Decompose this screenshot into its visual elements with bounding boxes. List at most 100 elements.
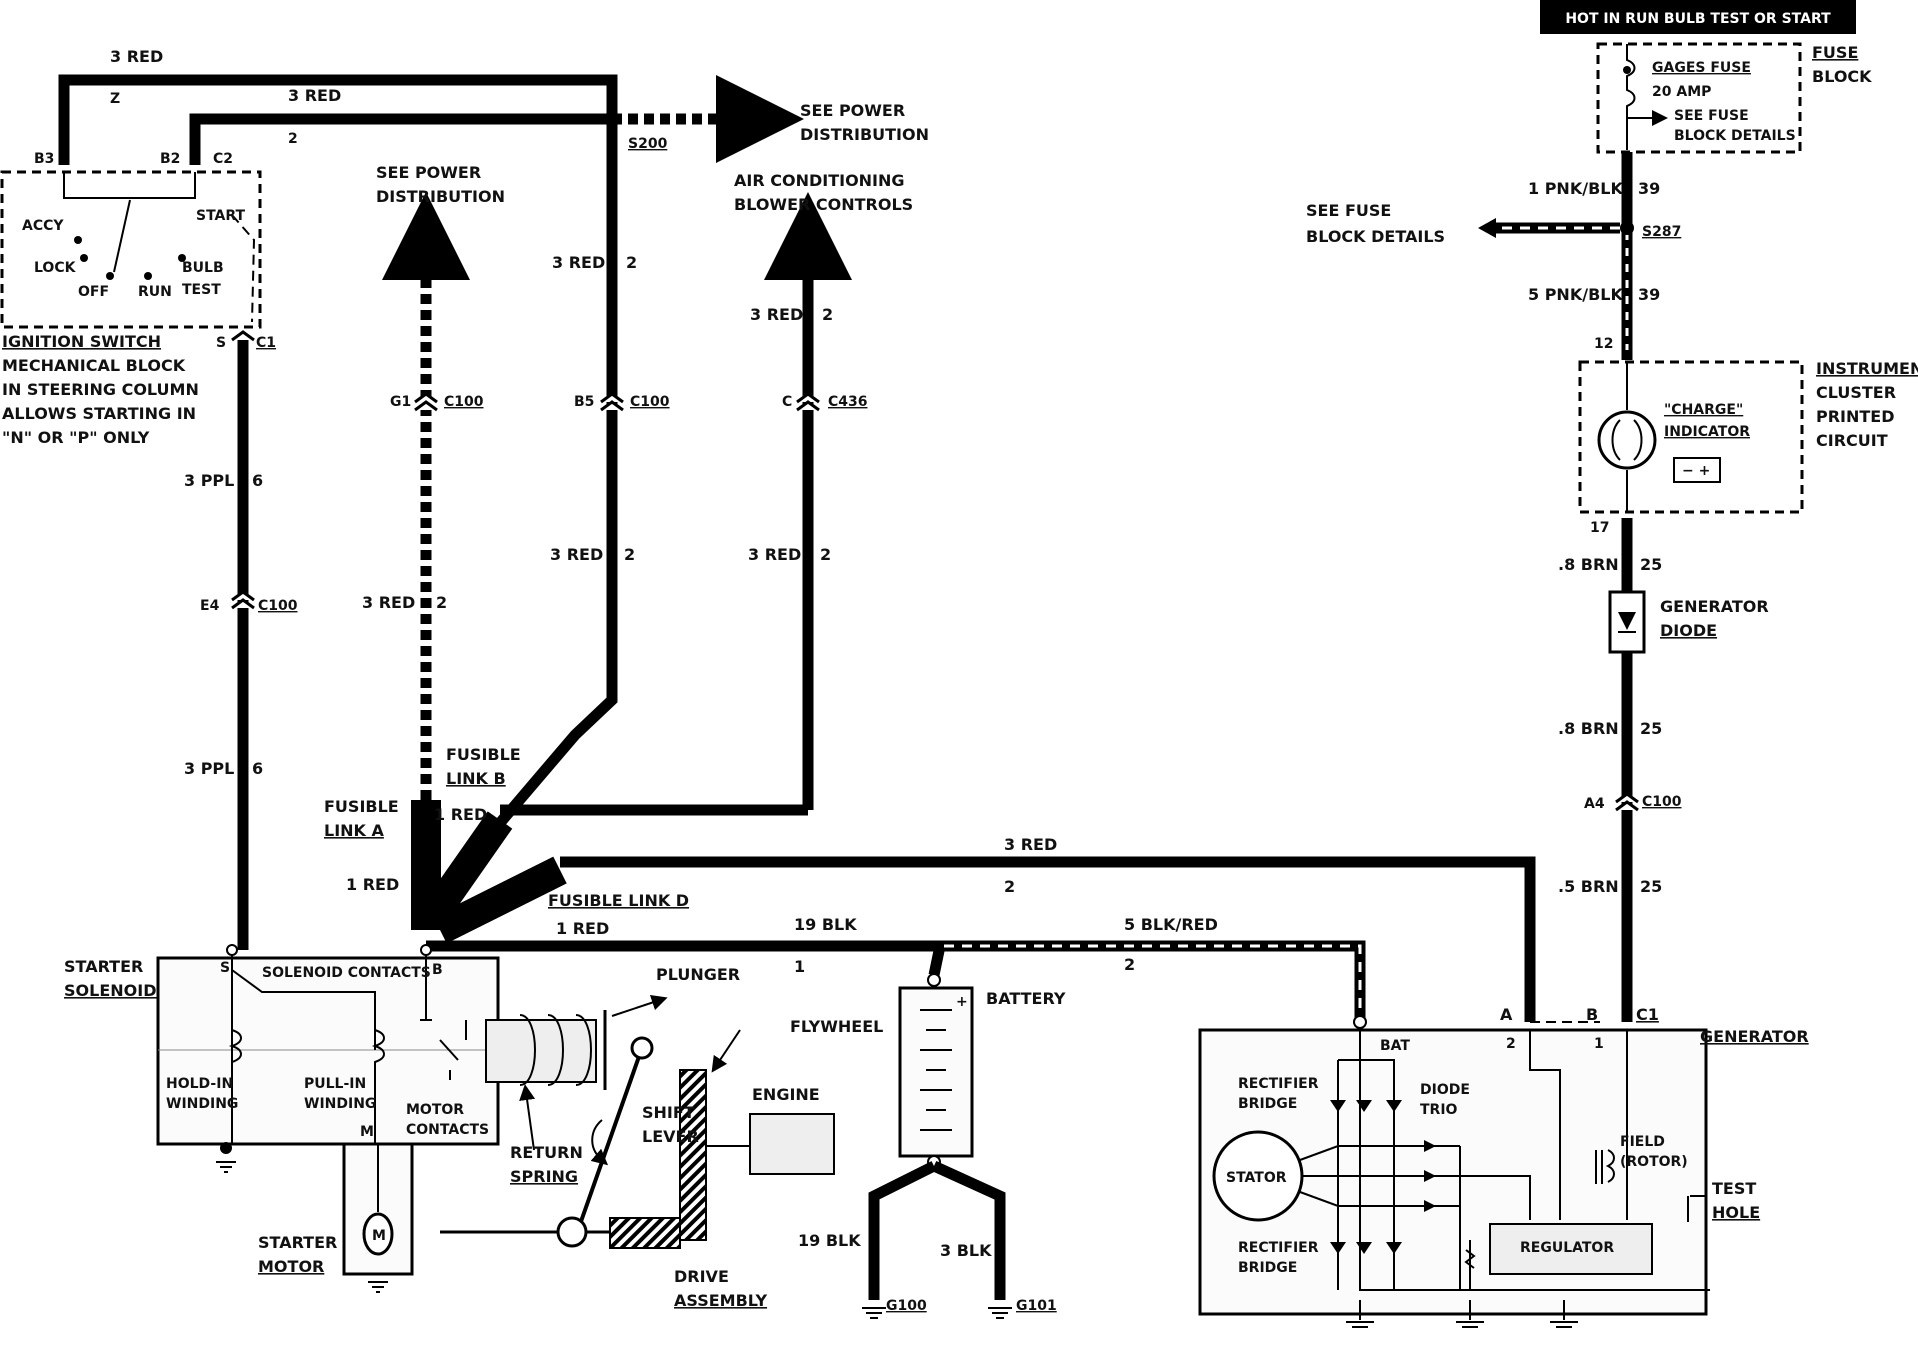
label-charge-1: "CHARGE" bbox=[1664, 402, 1743, 418]
pull-in-winding bbox=[371, 1029, 385, 1144]
label-gen-diode-1: GENERATOR bbox=[1660, 597, 1769, 616]
label-gen-2: 2 bbox=[1506, 1036, 1516, 1052]
label-3red-c2: 3 RED bbox=[748, 545, 801, 564]
label-hold-1: HOLD-IN bbox=[166, 1076, 233, 1092]
label-pin-s: S bbox=[216, 335, 226, 351]
label-1red-a: 1 RED bbox=[346, 875, 399, 894]
starter-solenoid-box bbox=[156, 956, 500, 1146]
label-diode-trio-2: TRIO bbox=[1420, 1102, 1458, 1118]
label-20amp: 20 AMP bbox=[1652, 84, 1711, 100]
label-3red-c1-pin: 2 bbox=[822, 305, 833, 324]
label-see-fuse-1: SEE FUSE bbox=[1674, 108, 1749, 124]
splice-s287 bbox=[1620, 221, 1634, 235]
plunger-assembly bbox=[485, 994, 668, 1151]
drive-assembly bbox=[609, 1217, 681, 1249]
label-regulator: REGULATOR bbox=[1520, 1240, 1614, 1256]
label-g100: G100 bbox=[886, 1298, 927, 1314]
label-test: TEST bbox=[182, 282, 221, 298]
label-pull-2: WINDING bbox=[304, 1096, 376, 1112]
label-3red-inner: 3 RED bbox=[288, 86, 341, 105]
fusible-links bbox=[411, 800, 1536, 1022]
label-gen-c1: C1 bbox=[1636, 1005, 1659, 1024]
label-3red-c2-pin: 2 bbox=[820, 545, 831, 564]
ignition-wiring bbox=[58, 74, 804, 909]
label-ign-3: IN STEERING COLUMN bbox=[2, 380, 199, 399]
label-19blk-pin: 1 bbox=[794, 957, 805, 976]
label-gen-a: A bbox=[1500, 1005, 1513, 1024]
label-3red-a: 3 RED bbox=[362, 593, 415, 612]
label-fusible-d: FUSIBLE LINK D bbox=[548, 891, 689, 910]
label-gen-b: B bbox=[1586, 1005, 1598, 1024]
svg-text:− +: − + bbox=[1682, 463, 1710, 479]
label-instrument-3: PRINTED bbox=[1816, 407, 1895, 426]
label-gages-fuse: GAGES FUSE bbox=[1652, 60, 1751, 76]
label-plunger: PLUNGER bbox=[656, 965, 740, 984]
ignition-switch: ACCY LOCK OFF RUN START BULB TEST bbox=[0, 170, 262, 329]
label-charge-2: INDICATOR bbox=[1664, 424, 1750, 440]
label-motor-m: M bbox=[372, 1228, 386, 1244]
label-19blk-top: 19 BLK bbox=[794, 915, 857, 934]
switch-start-path bbox=[231, 214, 256, 323]
label-fusible-a-1: FUSIBLE bbox=[324, 797, 399, 816]
plunger-coil bbox=[519, 1014, 592, 1086]
label-pin-12: 12 bbox=[1594, 336, 1613, 352]
label-5blkred: 5 BLK/RED bbox=[1124, 915, 1218, 934]
label-starter-motor-1: STARTER bbox=[258, 1233, 337, 1252]
label-off: OFF bbox=[78, 284, 109, 300]
label-see-power-left-1: SEE POWER bbox=[376, 163, 481, 182]
label-drive-1: DRIVE bbox=[674, 1267, 729, 1286]
wire-3red-b2 bbox=[189, 113, 612, 165]
label-8brn-2: .8 BRN bbox=[1558, 719, 1619, 738]
regulator bbox=[1489, 1223, 1653, 1275]
label-e4: E4 bbox=[200, 598, 220, 614]
label-5blkred-pin: 2 bbox=[1124, 955, 1135, 974]
label-see-power-top-2: DISTRIBUTION bbox=[800, 125, 929, 144]
fuse-block: GAGES FUSE 20 AMP SEE FUSE BLOCK DETAILS bbox=[1596, 42, 1802, 154]
label-5brn-pin: 25 bbox=[1640, 877, 1662, 896]
label-conn-c: C bbox=[782, 394, 792, 410]
label-rectifier-1a: RECTIFIER bbox=[1238, 1076, 1319, 1092]
label-run: RUN bbox=[138, 284, 172, 300]
label-8brn-2-pin: 25 bbox=[1640, 719, 1662, 738]
label-accy: ACCY bbox=[22, 218, 64, 234]
wire-battery-ground bbox=[868, 1160, 1006, 1300]
label-c100-b: C100 bbox=[444, 394, 484, 410]
label-gen-diode-2: DIODE bbox=[1660, 621, 1717, 640]
label-3red-gen-pin: 2 bbox=[1004, 877, 1015, 896]
label-diode-trio-1: DIODE bbox=[1420, 1082, 1470, 1098]
ignition-switch-box bbox=[0, 170, 262, 329]
fusible-link-d bbox=[433, 856, 567, 944]
label-drive-2: ASSEMBLY bbox=[674, 1291, 767, 1310]
label-fusible-a-2: LINK A bbox=[324, 821, 385, 840]
label-sol-m: M bbox=[360, 1124, 374, 1140]
label-c100-c: C100 bbox=[630, 394, 670, 410]
label-ac-2: BLOWER CONTROLS bbox=[734, 195, 913, 214]
label-engine: ENGINE bbox=[752, 1085, 820, 1104]
wire-5blkred bbox=[944, 940, 1366, 1020]
label-3red-gen: 3 RED bbox=[1004, 835, 1057, 854]
label-c436: C436 bbox=[828, 394, 868, 410]
label-19blk-bottom: 19 BLK bbox=[798, 1231, 861, 1250]
label-test-hole-1: TEST bbox=[1712, 1179, 1756, 1198]
label-hold-2: WINDING bbox=[166, 1096, 238, 1112]
label-rectifier-2a: RECTIFIER bbox=[1238, 1240, 1319, 1256]
battery-box bbox=[898, 986, 974, 1158]
label-fuse-block-2: BLOCK bbox=[1812, 67, 1872, 86]
label-3red-b1: 3 RED bbox=[552, 253, 605, 272]
label-see-power-left-2: DISTRIBUTION bbox=[376, 187, 505, 206]
label-ign-5: "N" OR "P" ONLY bbox=[2, 428, 150, 447]
label-s287: S287 bbox=[1642, 224, 1681, 240]
label-gen-1: 1 bbox=[1594, 1036, 1604, 1052]
label-motor-c-2: CONTACTS bbox=[406, 1122, 489, 1138]
label-ign-4: ALLOWS STARTING IN bbox=[2, 404, 196, 423]
label-test-hole-2: HOLE bbox=[1712, 1203, 1760, 1222]
instrument-cluster: − + "CHARGE" INDICATOR bbox=[1578, 360, 1804, 514]
label-lock: LOCK bbox=[34, 260, 77, 276]
starter-solenoid: S SOLENOID CONTACTS B HOLD-IN WINDING PU… bbox=[156, 944, 500, 1173]
label-1pnkblk: 1 PNK/BLK bbox=[1528, 179, 1623, 198]
label-5pnkblk-pin: 39 bbox=[1638, 285, 1660, 304]
label-pin-b2: B2 bbox=[160, 151, 180, 167]
label-pin-2-top: 2 bbox=[288, 131, 298, 147]
splice-s200 bbox=[604, 111, 620, 127]
label-3red-b2: 3 RED bbox=[550, 545, 603, 564]
